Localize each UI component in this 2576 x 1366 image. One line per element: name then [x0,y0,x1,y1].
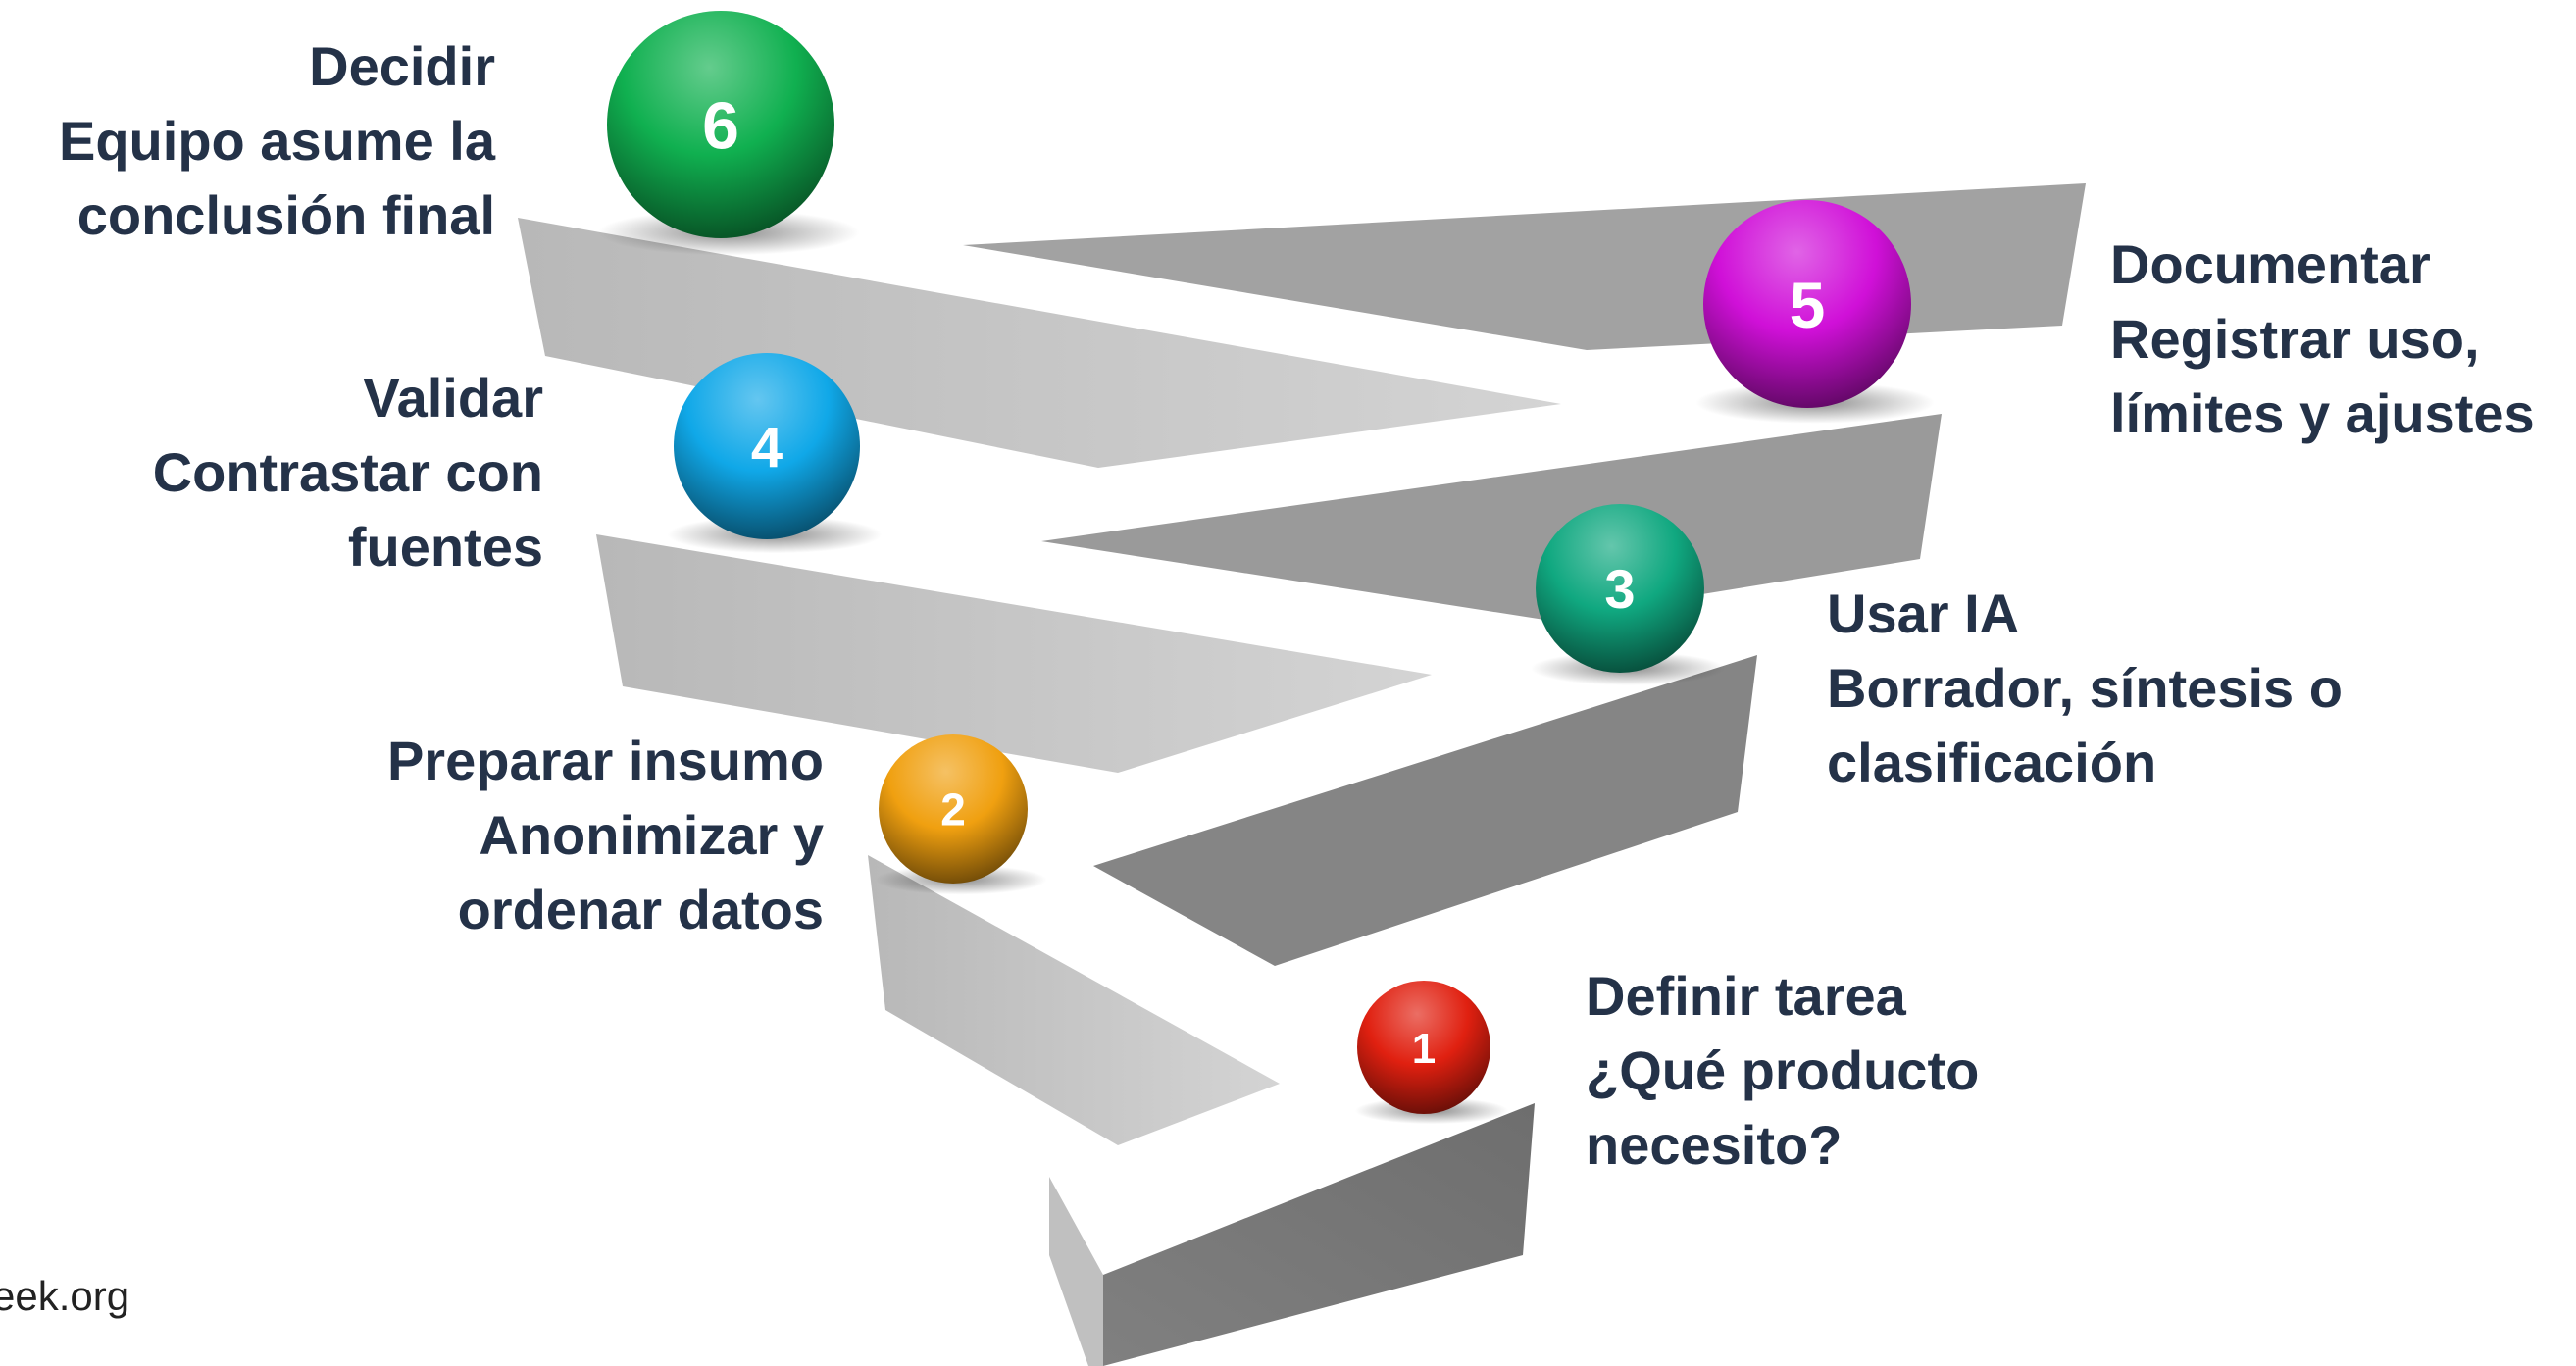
step-1-ball [1357,981,1490,1114]
step-5-number: 5 [1790,269,1826,341]
step-6-line-2: conclusión final [76,184,495,246]
step-2-label: Preparar insumo Anonimizar y ordenar dat… [387,724,824,947]
step-5-line-1: Registrar uso, [2110,308,2480,370]
step-3-label: Usar IA Borrador, síntesis o clasificaci… [1827,577,2343,800]
step-6-label: Decidir Equipo asume la conclusión final [59,29,495,253]
step-5-title: Documentar [2110,233,2431,295]
step-5-ball [1703,200,1911,408]
stair-segment-3 [1093,655,1757,966]
step-4-number: 4 [751,416,783,480]
step-3-ball [1536,504,1704,673]
step-6-title: Decidir [309,35,495,97]
step-6-line-1: Equipo asume la [59,110,495,172]
step-5-line-2: límites y ajustes [2110,382,2535,444]
stair-segment-4 [596,534,1432,773]
step-6-ball [607,11,834,238]
stair-segment-6 [518,218,1561,468]
step-3-line-2: clasificación [1827,732,2157,793]
stair-segment-1 [1103,1103,1535,1366]
step-5-label: Documentar Registrar uso, límites y ajus… [2110,228,2535,451]
step-1-label: Definir tarea ¿Qué producto necesito? [1586,959,1979,1183]
step-3-number: 3 [1604,558,1635,620]
footer-url: eek.org [0,1273,130,1319]
step-1-number: 1 [1412,1025,1436,1073]
step-4-ball [674,353,860,539]
step-2-line-1: Anonimizar y [479,804,824,866]
stair-base-side [1049,1177,1103,1366]
step-2-number: 2 [940,784,966,835]
stair-segment-5 [1041,414,1942,620]
step-1-line-1: ¿Qué producto [1586,1039,1980,1101]
step-2-title: Preparar insumo [386,730,824,791]
step-1-title: Definir tarea [1586,965,1906,1027]
step-4-line-2: fuentes [347,516,543,578]
stair-segment-2 [868,855,1280,1145]
step-4-line-1: Contrastar con [152,441,543,503]
step-3-title: Usar IA [1827,582,2020,644]
step-4-label: Validar Contrastar con fuentes [153,361,543,584]
step-2-ball [879,734,1028,884]
step-4-title: Validar [363,367,543,429]
stair-segment-7 [963,183,2086,350]
step-6-number: 6 [702,88,739,163]
step-2-line-2: ordenar datos [457,879,824,940]
step-1-line-2: necesito? [1586,1114,1843,1176]
step-3-line-1: Borrador, síntesis o [1827,657,2343,719]
